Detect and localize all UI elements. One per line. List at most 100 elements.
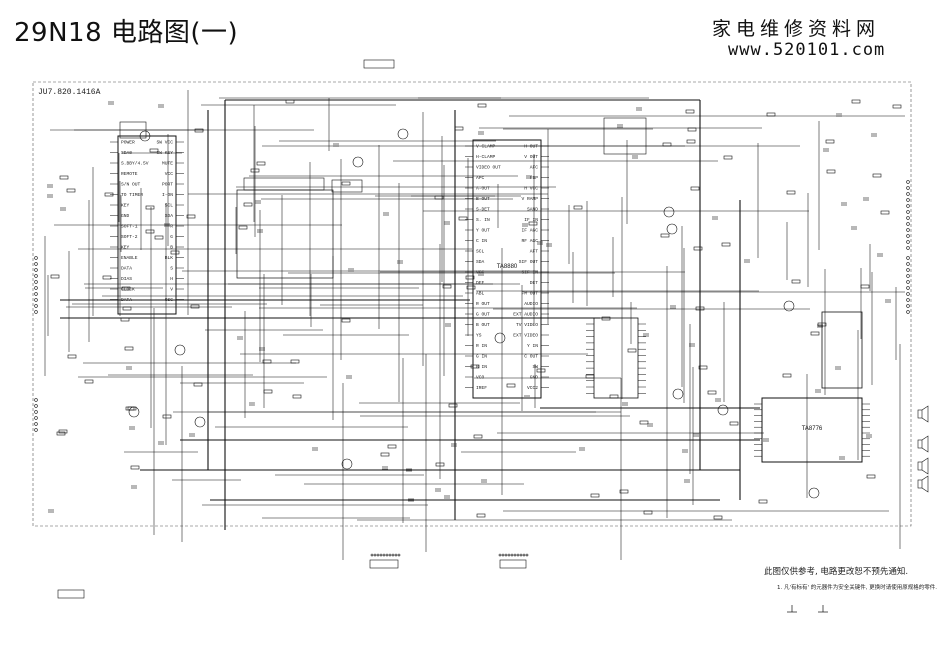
svg-text:BLK: BLK xyxy=(165,255,174,261)
connector-bottom-b xyxy=(499,559,527,569)
svg-text:R IN: R IN xyxy=(476,343,487,349)
svg-text:SIF OUT: SIF OUT xyxy=(519,259,539,265)
svg-text:YS: YS xyxy=(476,333,482,339)
svg-text:TA8776: TA8776 xyxy=(802,426,823,432)
svg-text:B IN: B IN xyxy=(476,364,487,370)
svg-text:AUDIO: AUDIO xyxy=(524,301,538,307)
svg-text:GND: GND xyxy=(530,375,539,381)
svg-text:IF IN: IF IN xyxy=(524,217,538,223)
svg-text:R: R xyxy=(170,224,173,230)
svg-text:OSC: OSC xyxy=(165,297,174,303)
svg-text:Y OUT: Y OUT xyxy=(476,228,490,234)
svg-text:RF AGC: RF AGC xyxy=(521,238,538,244)
bus-wire-group xyxy=(60,99,760,530)
safety-note: 1. 凡'有标有' 的元器件为安全关键件, 更换时请使用原规格的零件. xyxy=(777,585,938,591)
svg-text:MUTE: MUTE xyxy=(162,161,173,167)
svg-text:ENABLE: ENABLE xyxy=(121,255,138,261)
svg-text:SOFT-2: SOFT-2 xyxy=(121,234,138,240)
svg-text:SCL: SCL xyxy=(476,249,485,255)
svg-text:EXT AUDIO: EXT AUDIO xyxy=(513,312,538,318)
svg-text:G: G xyxy=(170,234,173,240)
ic-right-block xyxy=(761,397,863,463)
svg-text:G IN: G IN xyxy=(476,354,487,360)
svg-text:SCL: SCL xyxy=(165,203,174,209)
svg-text:DATA: DATA xyxy=(121,297,132,303)
svg-text:A-OUT: A-OUT xyxy=(476,186,490,192)
svg-text:SW KEY: SW KEY xyxy=(156,150,173,156)
ic-mid-block xyxy=(593,317,639,399)
svg-text:H VCC: H VCC xyxy=(524,186,538,192)
svg-text:SDA: SDA xyxy=(476,259,485,265)
svg-text:H: H xyxy=(170,276,173,282)
svg-text:S: S xyxy=(170,266,173,272)
svg-text:AFT: AFT xyxy=(530,249,539,255)
svg-text:VCC: VCC xyxy=(165,171,174,177)
xtal-block xyxy=(603,117,647,155)
ic-right-upper-block xyxy=(821,311,863,389)
board-code: JU7.820.1416A xyxy=(38,88,101,97)
svg-text:V RAMP: V RAMP xyxy=(521,196,538,202)
connector-bottom-left xyxy=(57,589,85,599)
svg-text:KEY: KEY xyxy=(121,203,130,209)
svg-text:DATA: DATA xyxy=(121,266,132,272)
svg-text:IF AGC: IF AGC xyxy=(521,228,538,234)
tuner-label-box xyxy=(331,179,363,193)
brand-watermark: 家电维修资料网 xyxy=(712,18,881,40)
connector-bottom-a xyxy=(369,559,399,569)
svg-text:I-ON: I-ON xyxy=(162,192,173,198)
svg-text:C IN: C IN xyxy=(476,238,487,244)
wire-group xyxy=(44,90,905,560)
svg-text:S-DET: S-DET xyxy=(476,207,490,213)
svg-text:V OUT: V OUT xyxy=(524,154,538,160)
svg-text:VIDEO OUT: VIDEO OUT xyxy=(476,165,501,171)
svg-text:S. IN: S. IN xyxy=(476,217,490,223)
tuner-header xyxy=(243,177,325,191)
svg-text:S/N OUT: S/N OUT xyxy=(121,182,141,188)
svg-text:H-CLAMP: H-CLAMP xyxy=(476,154,496,160)
svg-text:G OUT: G OUT xyxy=(476,312,490,318)
svg-text:AFC: AFC xyxy=(530,165,539,171)
svg-text:TA8880: TA8880 xyxy=(497,264,518,270)
svg-text:SDA: SDA xyxy=(165,213,174,219)
connector-top xyxy=(363,59,395,69)
svg-text:VCO: VCO xyxy=(476,375,485,381)
svg-text:REMOTE: REMOTE xyxy=(121,171,138,177)
svg-text:IREF: IREF xyxy=(476,385,487,391)
svg-text:KEY: KEY xyxy=(121,245,130,251)
svg-text:B: B xyxy=(170,245,173,251)
svg-text:CLOCK: CLOCK xyxy=(121,287,135,293)
board-outline xyxy=(32,81,912,527)
svg-text:APC: APC xyxy=(476,175,485,181)
svg-text:EXT VIDEO: EXT VIDEO xyxy=(513,333,538,339)
svg-text:SDA0: SDA0 xyxy=(121,150,132,156)
svg-text:S.BBY/4.5V: S.BBY/4.5V xyxy=(121,161,149,167)
brand-url: www.520101.com xyxy=(728,40,886,60)
svg-text:H OUT: H OUT xyxy=(524,144,538,150)
svg-text:DET: DET xyxy=(530,280,539,286)
svg-text:ABL: ABL xyxy=(476,291,485,297)
svg-text:TV VIDEO: TV VIDEO xyxy=(516,322,538,328)
page-title: 29N18 电路图(一) xyxy=(14,18,239,48)
svg-text:B OUT: B OUT xyxy=(476,322,490,328)
ic-center-block xyxy=(472,139,542,399)
svg-text:B-OUT: B-OUT xyxy=(476,196,490,202)
svg-text:DIAS: DIAS xyxy=(121,276,132,282)
svg-text:VCC2: VCC2 xyxy=(527,385,538,391)
svg-text:TO TIMER: TO TIMER xyxy=(121,192,143,198)
svg-text:PORT: PORT xyxy=(162,182,173,188)
pin-group xyxy=(110,141,870,457)
svg-text:SW: SW xyxy=(532,364,538,370)
svg-text:DEF: DEF xyxy=(476,280,485,286)
disclaimer-note: 此图仅供参考, 电路更改恕不预先通知. xyxy=(764,567,909,577)
svg-text:R OUT: R OUT xyxy=(476,301,490,307)
svg-text:SOFT-1: SOFT-1 xyxy=(121,224,138,230)
svg-text:Y IN: Y IN xyxy=(527,343,538,349)
svg-text:FBP: FBP xyxy=(530,175,539,181)
svg-text:SAND: SAND xyxy=(527,207,538,213)
svg-text:POWER: POWER xyxy=(121,140,135,146)
svg-text:FM OUT: FM OUT xyxy=(521,291,538,297)
svg-text:C OUT: C OUT xyxy=(524,354,538,360)
component-group xyxy=(34,99,929,557)
